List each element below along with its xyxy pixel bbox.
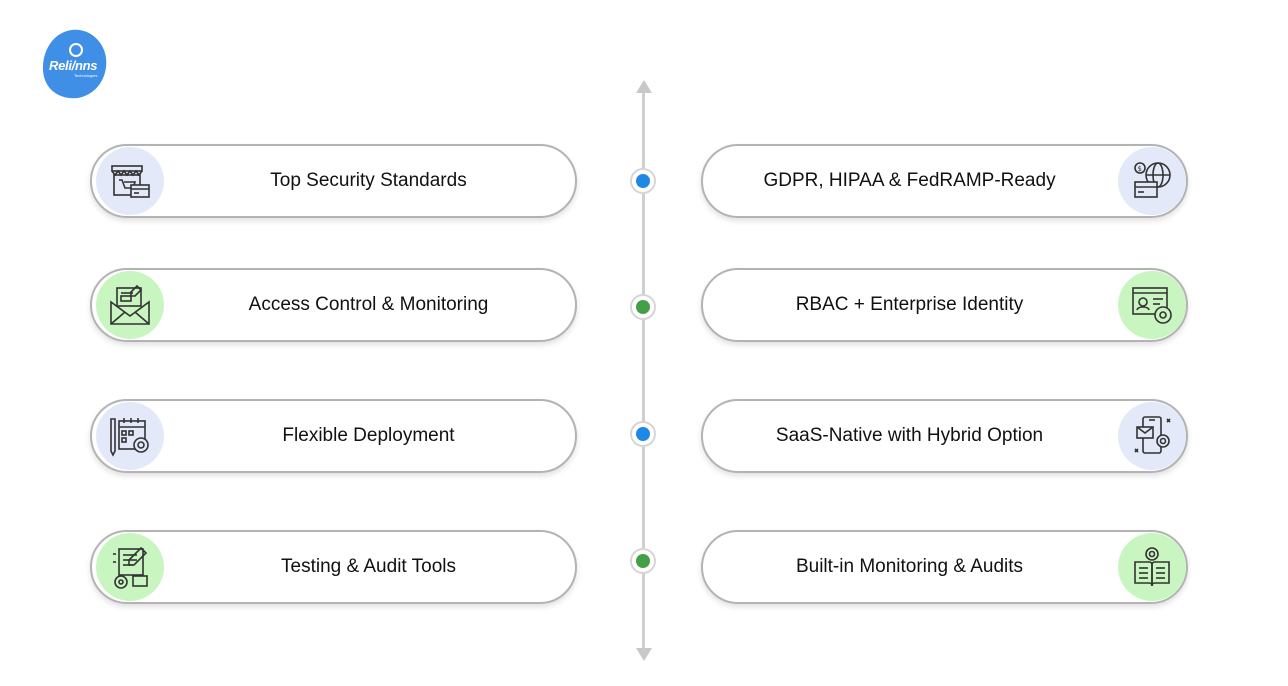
feature-card-access-control: Access Control & Monitoring — [90, 268, 577, 342]
feature-card-rbac-identity: RBAC + Enterprise Identity — [701, 268, 1188, 342]
arrow-up-icon — [636, 80, 652, 93]
timeline-dot-2 — [630, 294, 656, 320]
logo-text: Reli/nns — [49, 58, 98, 73]
feature-label: Access Control & Monitoring — [248, 294, 489, 315]
feature-label: Flexible Deployment — [282, 425, 455, 446]
company-logo: Reli/nns Technologies — [42, 28, 110, 100]
logo-subtext: Technologies — [74, 73, 98, 78]
timeline-dot-3 — [630, 421, 656, 447]
feature-card-top-security-standards: Top Security Standards — [90, 144, 577, 218]
feature-label: Top Security Standards — [270, 170, 467, 191]
timeline-dot-1 — [630, 168, 656, 194]
feature-card-testing-audit: Testing & Audit Tools — [90, 530, 577, 604]
feature-label: Built-in Monitoring & Audits — [795, 556, 1024, 577]
feature-label: GDPR, HIPAA & FedRAMP-Ready — [763, 170, 1056, 191]
feature-card-flexible-deployment: Flexible Deployment — [90, 399, 577, 473]
globe-payment-icon: $ — [1118, 147, 1186, 215]
timeline-axis — [642, 92, 645, 648]
book-gear-icon — [1118, 533, 1186, 601]
mail-envelope-icon — [96, 271, 164, 339]
feature-card-gdpr-hipaa-fedramp: $ GDPR, HIPAA & FedRAMP-Ready — [701, 144, 1188, 218]
svg-text:$: $ — [1138, 165, 1142, 173]
profile-gear-icon — [1118, 271, 1186, 339]
feature-label: SaaS-Native with Hybrid Option — [775, 425, 1044, 446]
mobile-mail-gear-icon — [1118, 402, 1186, 470]
feature-card-saas-native: SaaS-Native with Hybrid Option — [701, 399, 1188, 473]
feature-label: Testing & Audit Tools — [281, 556, 456, 577]
calendar-gear-icon — [96, 402, 164, 470]
feature-card-built-in-monitoring: Built-in Monitoring & Audits — [701, 530, 1188, 604]
online-store-icon — [96, 147, 164, 215]
timeline-dot-4 — [630, 548, 656, 574]
arrow-down-icon — [636, 648, 652, 661]
checklist-pencil-icon — [96, 533, 164, 601]
feature-label: RBAC + Enterprise Identity — [795, 294, 1024, 315]
